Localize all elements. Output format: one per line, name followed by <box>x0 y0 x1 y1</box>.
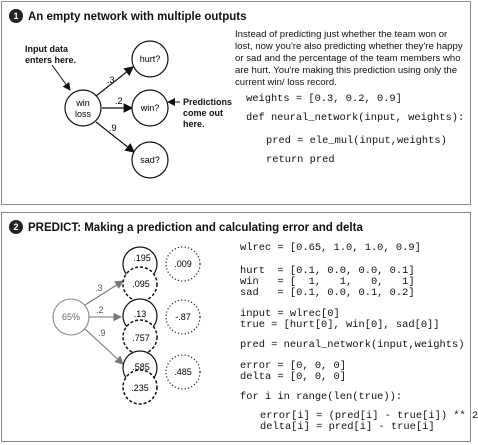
weight-label-sad: .9 <box>109 123 117 133</box>
edge-hurt-2 <box>84 280 124 306</box>
pred-value-sad: .235 <box>131 383 149 393</box>
edge-sad-2 <box>84 328 124 365</box>
panel-1-header: 1 An empty network with multiple outputs <box>9 9 247 23</box>
target-value-sad: .585 <box>132 362 150 372</box>
code-error-calc: error[i] = (pred[i] - true[i]) ** 2 <box>260 410 478 422</box>
pred-note-line-1: Predictions <box>183 97 233 107</box>
code-pred-call: pred = neural_network(input,weights) <box>240 339 465 351</box>
network-diagram-1: win loss hurt? win? sad? .3 .2 .9 <box>51 40 180 179</box>
network-diagram-2: 65% .195 .095 .13 .757 .585 .235 .009 -.… <box>52 246 201 405</box>
code-input: input = wlrec[0] <box>240 308 340 320</box>
input-note-line-2: enters here. <box>25 55 77 65</box>
weight-label-win-2: .2 <box>96 305 104 315</box>
delta-value-hurt: .009 <box>174 259 192 269</box>
input-note-line-1: Input data <box>25 44 68 54</box>
predictions-note: Predictions come out here. <box>183 97 232 130</box>
code-weights: weights = [0.3, 0.2, 0.9] <box>246 93 402 105</box>
weight-label-hurt: .3 <box>107 75 115 85</box>
code-hurt: hurt = [0.1, 0.0, 0.0, 0.1] <box>240 265 415 277</box>
panel-predict: 2 PREDICT: Making a prediction and calcul… <box>1 212 478 442</box>
edge-sad <box>95 121 135 153</box>
delta-node-win <box>165 299 201 335</box>
target-value-hurt: .195 <box>133 253 151 263</box>
input-value-label: 65% <box>62 312 80 322</box>
input-node-label-2: loss <box>75 109 92 119</box>
output-label-hurt: hurt? <box>140 54 161 64</box>
weight-label-sad-2: .9 <box>98 328 106 338</box>
input-node-label-1: win <box>75 98 90 108</box>
code-pred: pred = ele_mul(input,weights) <box>266 135 447 147</box>
pred-node-sad <box>122 369 158 405</box>
delta-value-sad: .485 <box>174 367 192 377</box>
code-return: return pred <box>266 154 335 166</box>
panel-1-title: An empty network with multiple outputs <box>28 11 247 23</box>
weight-label-hurt-2: .3 <box>95 283 103 293</box>
code-win: win = [ 1, 1, 0, 1] <box>240 276 415 288</box>
code-for-loop: for i in range(len(true)): <box>240 391 403 403</box>
input-node-2 <box>52 298 90 336</box>
output-node-hurt <box>131 40 169 78</box>
code-error-init: error = [0, 0, 0] <box>240 360 347 372</box>
input-pointer-arrow <box>51 64 71 91</box>
code-def: def neural_network(input, weights): <box>246 112 465 124</box>
target-value-win: .13 <box>134 309 147 319</box>
code-delta-calc: delta[i] = pred[i] - true[i] <box>260 421 435 433</box>
code-wlrec: wlrec = [0.65, 1.0, 1.0, 0.9] <box>240 242 421 254</box>
pred-note-line-2: come out <box>183 108 224 118</box>
code-true: true = [hurt[0], win[0], sad[0]] <box>240 319 440 331</box>
step-number-badge: 1 <box>9 9 23 23</box>
pred-value-win: .757 <box>132 333 150 343</box>
panel-2-title: PREDICT: Making a prediction and calcula… <box>28 222 363 234</box>
input-data-note: Input data enters here. <box>25 44 76 66</box>
input-node <box>64 89 102 127</box>
output-node-win <box>131 89 169 127</box>
panel-2-header: 2 PREDICT: Making a prediction and calcul… <box>9 220 363 234</box>
delta-node-sad <box>165 354 201 390</box>
output-label-sad: sad? <box>140 155 160 165</box>
code-delta-init: delta = [0, 0, 0] <box>240 371 347 383</box>
step-number-badge-2: 2 <box>9 220 23 234</box>
weight-label-win: .2 <box>115 96 123 106</box>
delta-node-hurt <box>165 246 201 282</box>
output-node-sad <box>131 141 169 179</box>
output-label-win: win? <box>140 103 160 113</box>
pred-value-hurt: .095 <box>132 279 150 289</box>
delta-value-win: -.87 <box>175 312 191 322</box>
code-sad: sad = [0.1, 0.0, 0.1, 0.2] <box>240 287 415 299</box>
panel-1-description: Instead of predicting just whether the t… <box>235 29 463 88</box>
pred-note-line-3: here. <box>183 119 205 129</box>
edge-hurt <box>95 66 134 97</box>
